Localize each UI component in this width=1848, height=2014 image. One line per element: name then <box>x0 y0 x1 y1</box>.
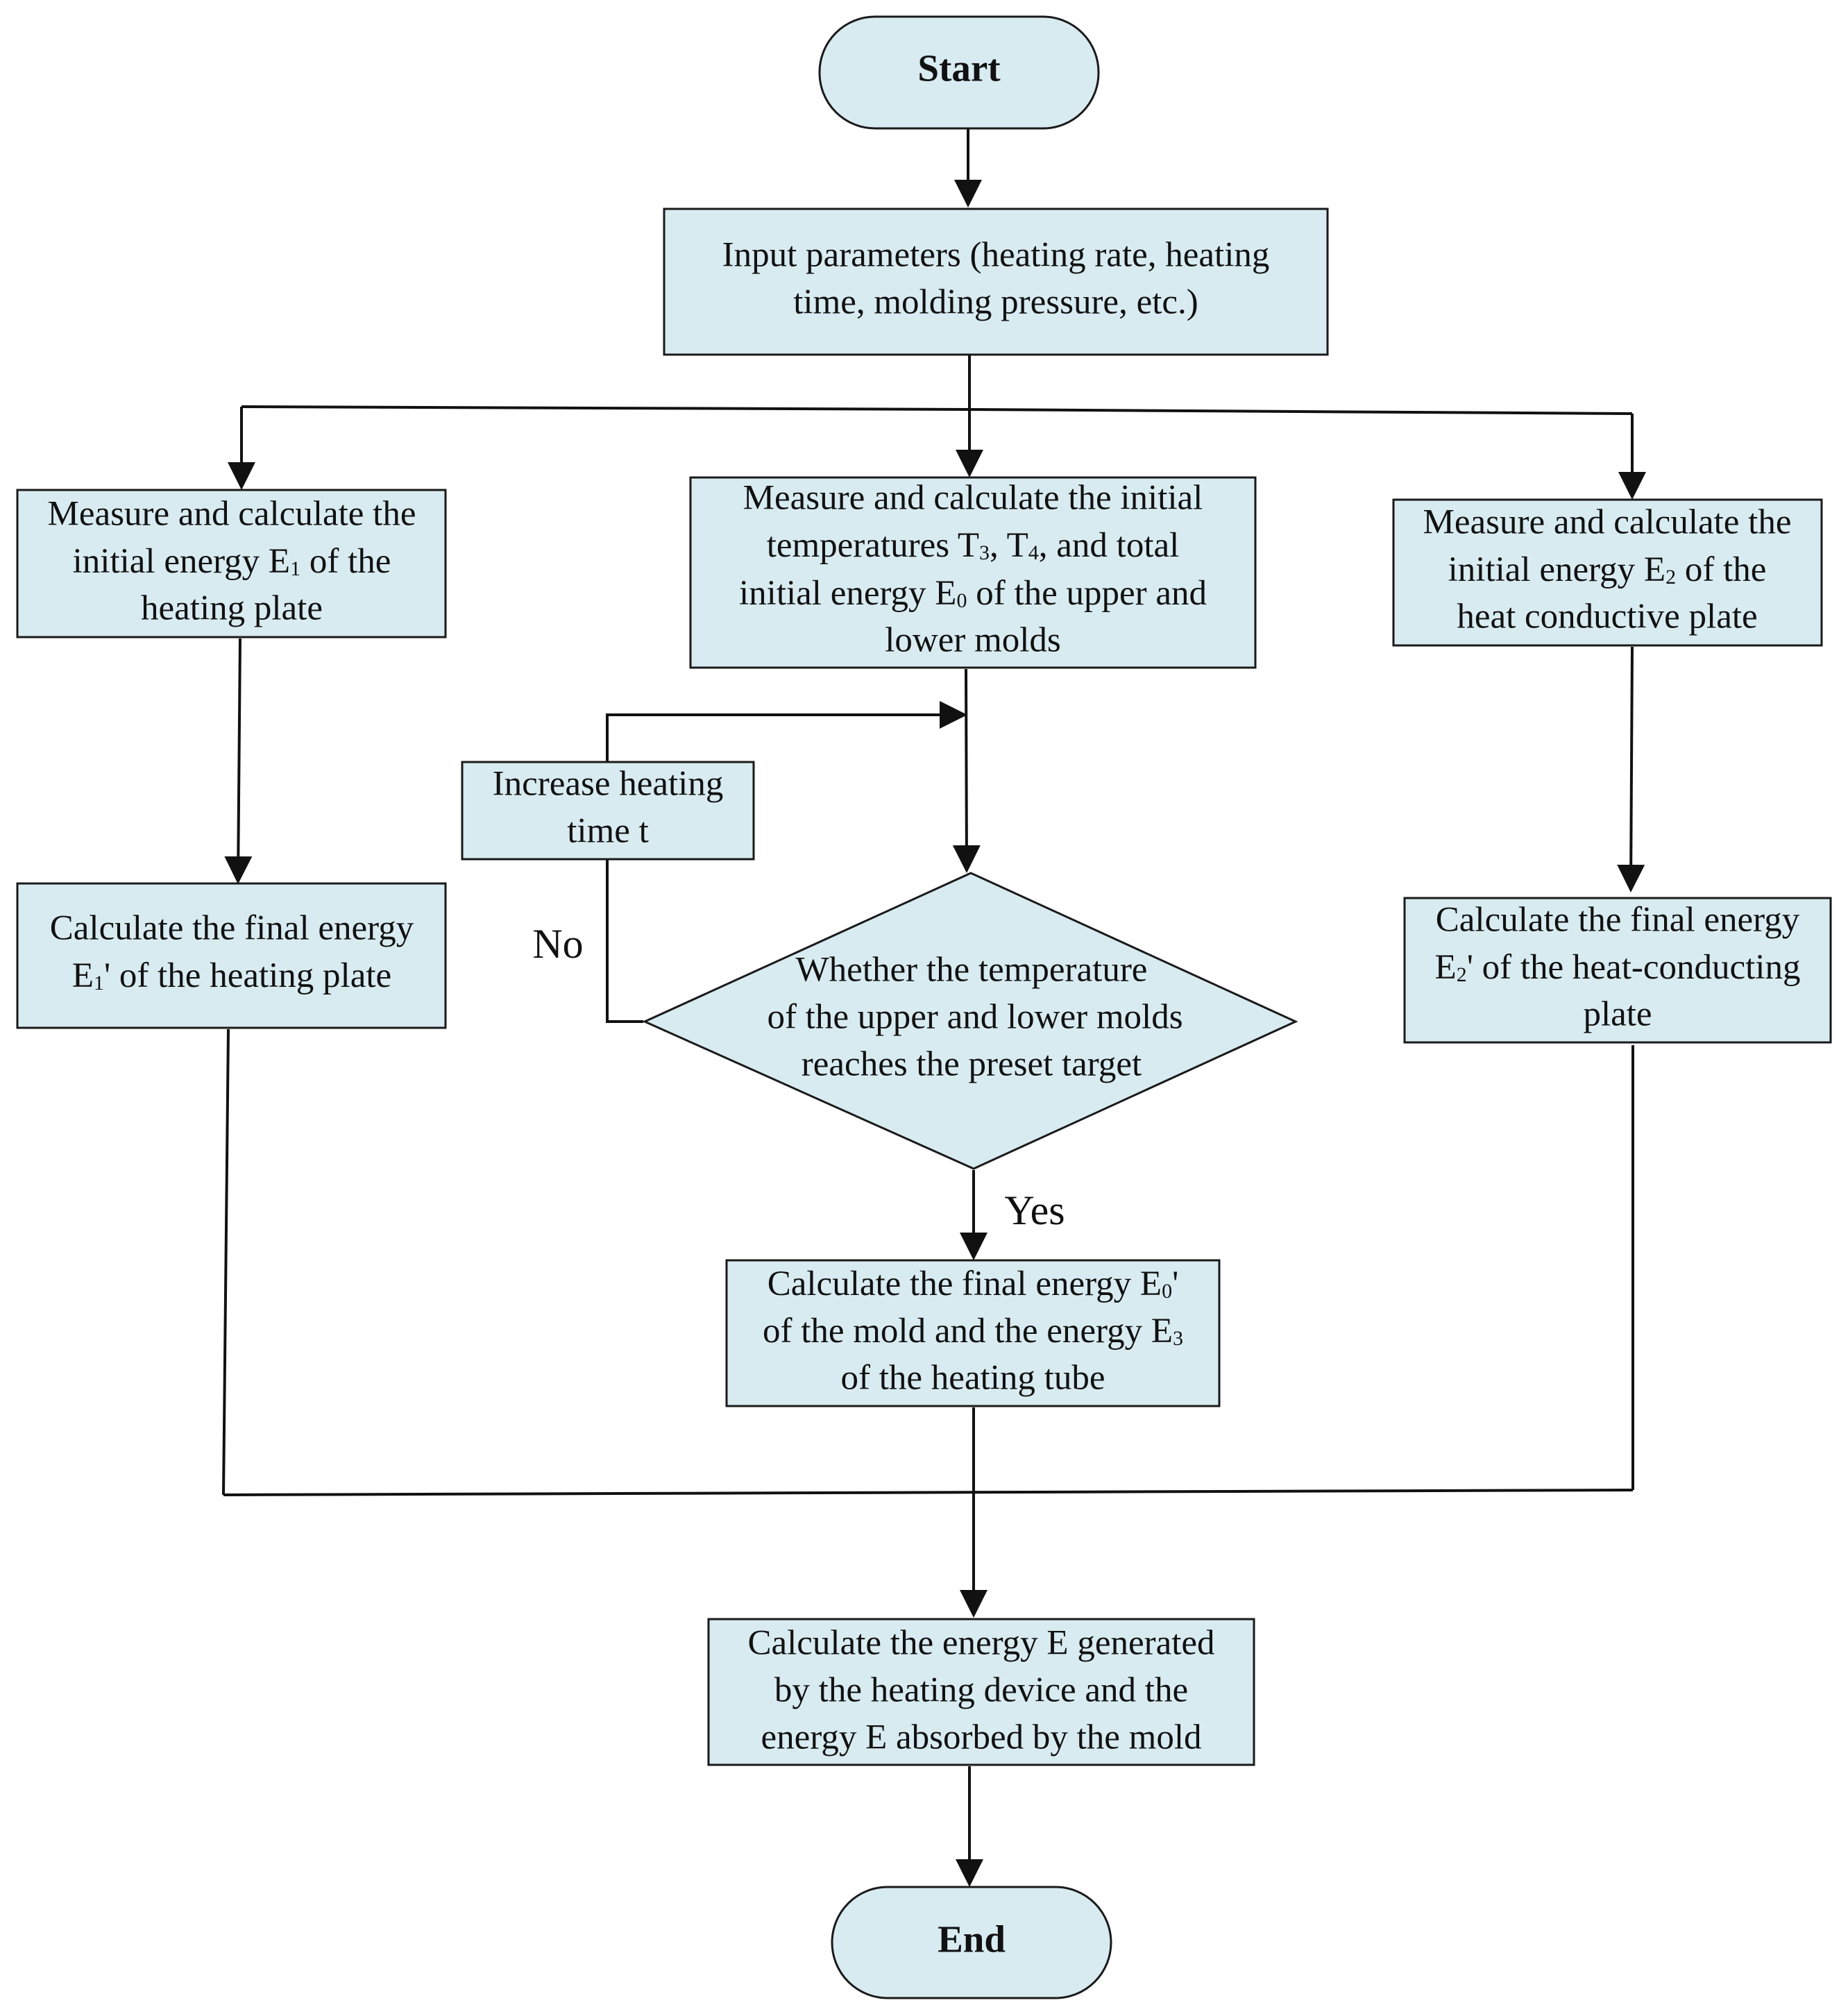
energy-total-node: Calculate the energy E generated by the … <box>707 1618 1255 1766</box>
final-conductive-line-2: E2' of the heat-conducting <box>1435 948 1801 987</box>
connectors <box>222 129 1646 1887</box>
increase-time-line-1: Increase heating <box>493 765 724 804</box>
measure-heating-line-2: initial energy E1 of the <box>73 542 391 581</box>
arrow-molds-to-decision <box>952 668 981 873</box>
merge-bus-bottom <box>223 1489 1634 1496</box>
final-mold-line-1: Calculate the final energy E0' <box>768 1264 1179 1303</box>
measure-molds-line-2: temperatures T3, T4, and total <box>767 526 1180 565</box>
loop-no-path <box>606 701 967 1023</box>
decision-line-1: Whether the temperature <box>796 951 1148 990</box>
branch-label-no: No <box>532 921 583 967</box>
final-heating-plate-node: Calculate the final energy E1' of the he… <box>16 882 447 1029</box>
energy-total-line-1: Calculate the energy E generated <box>747 1624 1214 1663</box>
measure-molds-line-1: Measure and calculate the initial <box>743 479 1203 518</box>
start-label: Start <box>917 47 1001 90</box>
arrow-heating-plate-to-final <box>224 638 253 884</box>
line-final-heating-down <box>222 1029 230 1496</box>
measure-conductive-plate-node: Measure and calculate the initial energy… <box>1392 498 1823 647</box>
measure-conductive-line-2: initial energy E2 of the <box>1448 550 1767 589</box>
arrow-conductive-to-final <box>1617 646 1645 892</box>
final-mold-energy-node: Calculate the final energy E0' of the mo… <box>725 1259 1221 1407</box>
increase-time-line-2: time t <box>567 812 649 851</box>
final-conductive-line-1: Calculate the final energy <box>1436 901 1800 940</box>
measure-molds-line-4: lower molds <box>885 621 1061 660</box>
increase-heating-time-node: Increase heating time t <box>461 761 755 861</box>
measure-heating-line-1: Measure and calculate the <box>48 495 416 534</box>
measure-conductive-line-3: heat conductive plate <box>1457 598 1757 636</box>
measure-heating-line-3: heating plate <box>141 589 323 628</box>
final-mold-line-2: of the mold and the energy E3 <box>763 1312 1183 1351</box>
input-parameters-node: Input parameters (heating rate, heating … <box>663 208 1329 356</box>
start-node: Start <box>818 15 1100 130</box>
input-line-2: time, molding pressure, etc.) <box>793 283 1198 322</box>
measure-heating-plate-node: Measure and calculate the initial energy… <box>16 489 447 638</box>
measure-molds-line-3: initial energy E0 of the upper and <box>739 574 1207 613</box>
decision-line-3: reaches the preset target <box>802 1045 1142 1084</box>
measure-conductive-line-1: Measure and calculate the <box>1423 503 1792 542</box>
measure-molds-node: Measure and calculate the initial temper… <box>689 476 1257 669</box>
final-mold-line-3: of the heating tube <box>841 1359 1105 1398</box>
final-conductive-plate-node: Calculate the final energy E2' of the he… <box>1403 897 1832 1044</box>
energy-total-line-2: by the heating device and the <box>774 1671 1188 1710</box>
end-node: End <box>831 1886 1112 1999</box>
final-heating-line-1: Calculate the final energy <box>50 909 414 948</box>
decision-node: Whether the temperature of the upper and… <box>642 872 1298 1170</box>
branch-bus-top <box>241 405 1633 415</box>
end-label: End <box>938 1918 1006 1961</box>
energy-total-line-3: energy E absorbed by the mold <box>761 1718 1202 1757</box>
final-heating-line-2: E1' of the heating plate <box>72 956 391 995</box>
input-line-1: Input parameters (heating rate, heating <box>722 236 1270 275</box>
decision-line-2: of the upper and lower molds <box>767 998 1182 1037</box>
branch-label-yes: Yes <box>1004 1187 1065 1233</box>
final-conductive-line-3: plate <box>1583 995 1652 1034</box>
